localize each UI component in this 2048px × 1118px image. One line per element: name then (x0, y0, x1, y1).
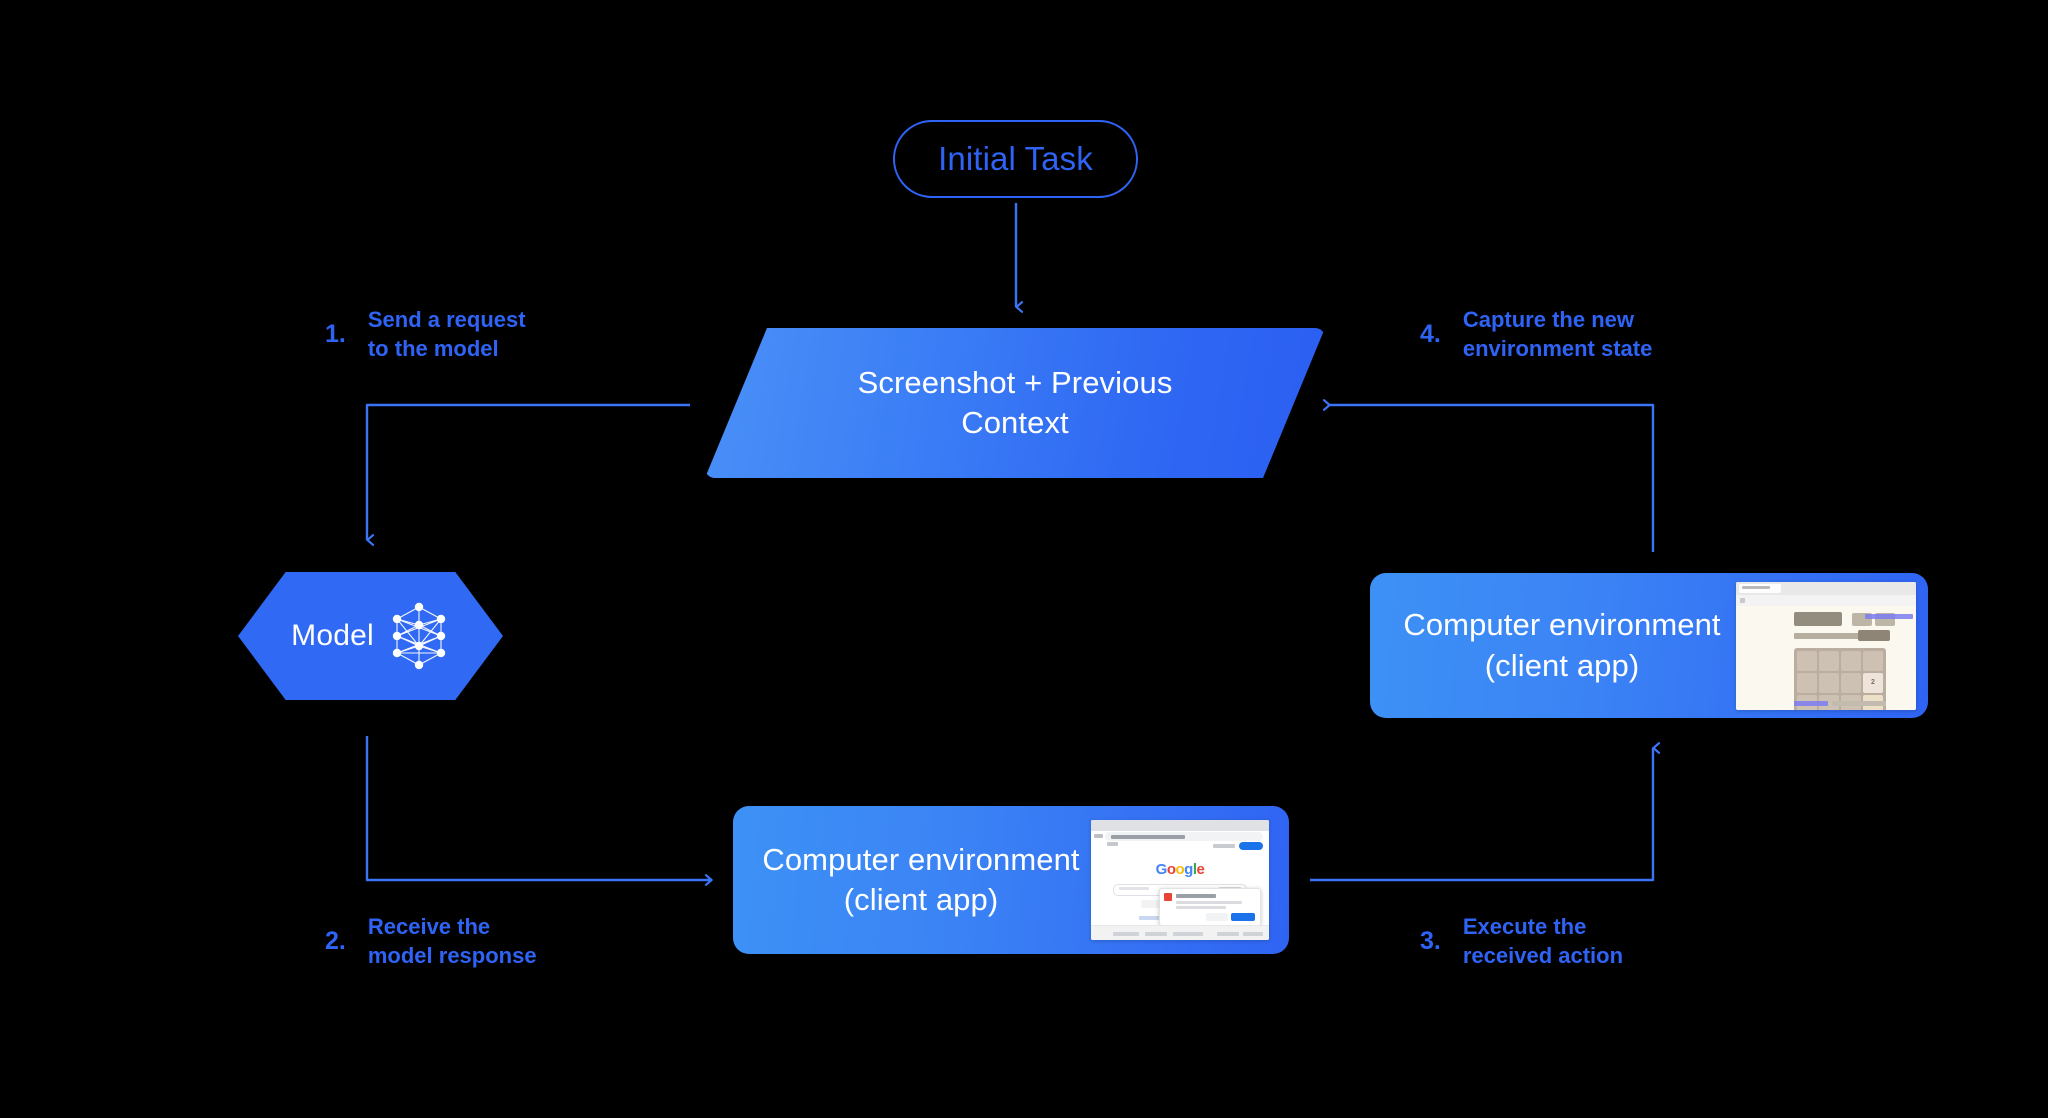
model-node-shape (238, 572, 503, 700)
environment-card-bottom: Computer environment (client app) Google (733, 806, 1289, 954)
environment-top-line2: (client app) (1484, 647, 1640, 683)
dialog-title (1176, 894, 1216, 898)
game-2048-screenshot: 2 4 4 8 (1736, 581, 1916, 710)
step-number: 1. (325, 319, 346, 348)
footer-link (1243, 932, 1263, 936)
wire-model-to-env-bottom (365, 736, 713, 886)
environment-card-top: Computer environment (client app) (1370, 573, 1928, 718)
environment-top-thumbnail: 2 4 4 8 (1736, 581, 1916, 710)
footer-text (1832, 700, 1886, 706)
neural-network-icon (392, 602, 446, 670)
google-logo: Google (1156, 862, 1205, 877)
sign-in-button (1239, 842, 1263, 850)
browser-chrome-bar (1091, 820, 1269, 831)
address-bar-url (1111, 834, 1185, 839)
tile (1863, 650, 1883, 671)
step-text: Send a request to the model (367, 307, 526, 362)
step-label-2: 2. Receive the model response (325, 912, 537, 970)
environment-top-line1: Computer environment (1403, 607, 1721, 643)
context-node: Screenshot + Previous Context (705, 328, 1325, 478)
model-node: Model (238, 572, 503, 700)
context-node-line1: Screenshot + Previous (857, 365, 1173, 401)
step-number: 3. (1420, 926, 1441, 955)
wire-env-top-to-context (1322, 399, 1655, 552)
environment-bottom-line2: (client app) (843, 882, 999, 917)
logo-letter: l (1192, 861, 1197, 878)
model-node-content: Model (238, 572, 503, 700)
environment-top-label: Computer environment (client app) (1370, 605, 1736, 686)
tile (1819, 694, 1839, 710)
step-label-4: 4. Capture the new environment state (1420, 305, 1652, 363)
context-node-label: Screenshot + Previous Context (705, 328, 1325, 478)
logo-letter: o (1175, 861, 1185, 878)
footer-link (1794, 700, 1828, 706)
tile: 2 (1863, 672, 1883, 693)
game-subtitle (1794, 632, 1866, 639)
step-number: 4. (1420, 319, 1441, 348)
dialog-body-line (1176, 901, 1242, 904)
logo-letter: e (1196, 861, 1205, 878)
step-label-3: 3. Execute the received action (1420, 912, 1623, 970)
browser-back-icon (1740, 597, 1745, 603)
initial-task-label: Initial Task (938, 140, 1093, 177)
header-links (1213, 844, 1235, 848)
dialog-primary-button (1231, 913, 1255, 921)
context-node-shape (705, 328, 1325, 478)
model-node-label: Model (291, 619, 374, 652)
browser-toolbar (1736, 594, 1916, 606)
tile (1841, 650, 1861, 671)
dialog-icon (1164, 893, 1172, 901)
footer-link (1173, 932, 1203, 936)
dialog-secondary-button (1206, 913, 1228, 921)
page-breadcrumb (1107, 842, 1118, 846)
logo-letter: o (1166, 861, 1176, 878)
step-number: 2. (325, 926, 346, 955)
search-input-text (1119, 887, 1149, 890)
logo-letter: g (1184, 861, 1193, 878)
dialog-body-line (1176, 906, 1226, 909)
wire-context-to-model (365, 403, 690, 546)
footer-link (1217, 932, 1239, 936)
browser-tab-title (1742, 586, 1770, 589)
google-search-screenshot: Google (1091, 820, 1269, 940)
game-board[interactable]: 2 4 4 8 (1794, 647, 1886, 710)
tile (1841, 672, 1861, 693)
new-game-button[interactable] (1858, 629, 1890, 641)
context-node-line2: Context (961, 405, 1069, 440)
step-text: Capture the new environment state (1462, 307, 1653, 362)
header-links (1865, 613, 1913, 619)
browser-nav-icons (1094, 834, 1103, 838)
environment-bottom-label: Computer environment (client app) (733, 840, 1091, 921)
search-button (1141, 900, 1165, 908)
game-title (1794, 611, 1842, 626)
logo-letter: G (1155, 861, 1168, 878)
step-label-1: 1. Send a request to the model (325, 305, 526, 363)
tile (1819, 650, 1839, 671)
step-text: Execute the received action (1462, 914, 1624, 969)
step-text: Receive the model response (367, 914, 537, 969)
footer-link (1145, 932, 1167, 936)
tile (1797, 672, 1817, 693)
footer-link (1113, 932, 1139, 936)
tile (1797, 650, 1817, 671)
wire-env-bottom-to-env-top (1310, 742, 1661, 882)
environment-bottom-line1: Computer environment (762, 841, 1080, 877)
tile (1819, 672, 1839, 693)
dialog-popup (1159, 888, 1261, 926)
environment-bottom-thumbnail: Google (1091, 820, 1269, 940)
initial-task-node: Initial Task (893, 120, 1138, 198)
